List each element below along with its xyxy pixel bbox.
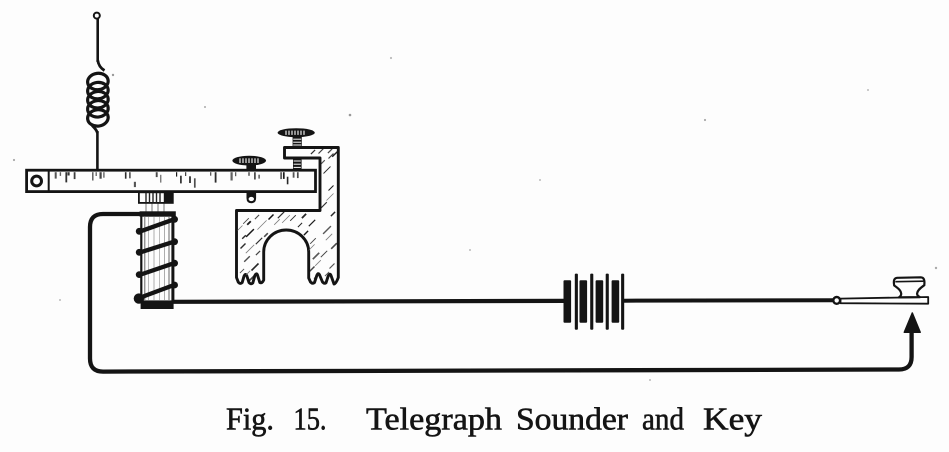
svg-text:Sounder: Sounder (516, 402, 629, 437)
svg-text:Key: Key (703, 402, 762, 437)
svg-text:15.: 15. (294, 402, 327, 437)
svg-text:and: and (642, 402, 684, 437)
svg-text:Telegraph: Telegraph (366, 402, 502, 437)
svg-text:Fig.: Fig. (226, 402, 274, 437)
